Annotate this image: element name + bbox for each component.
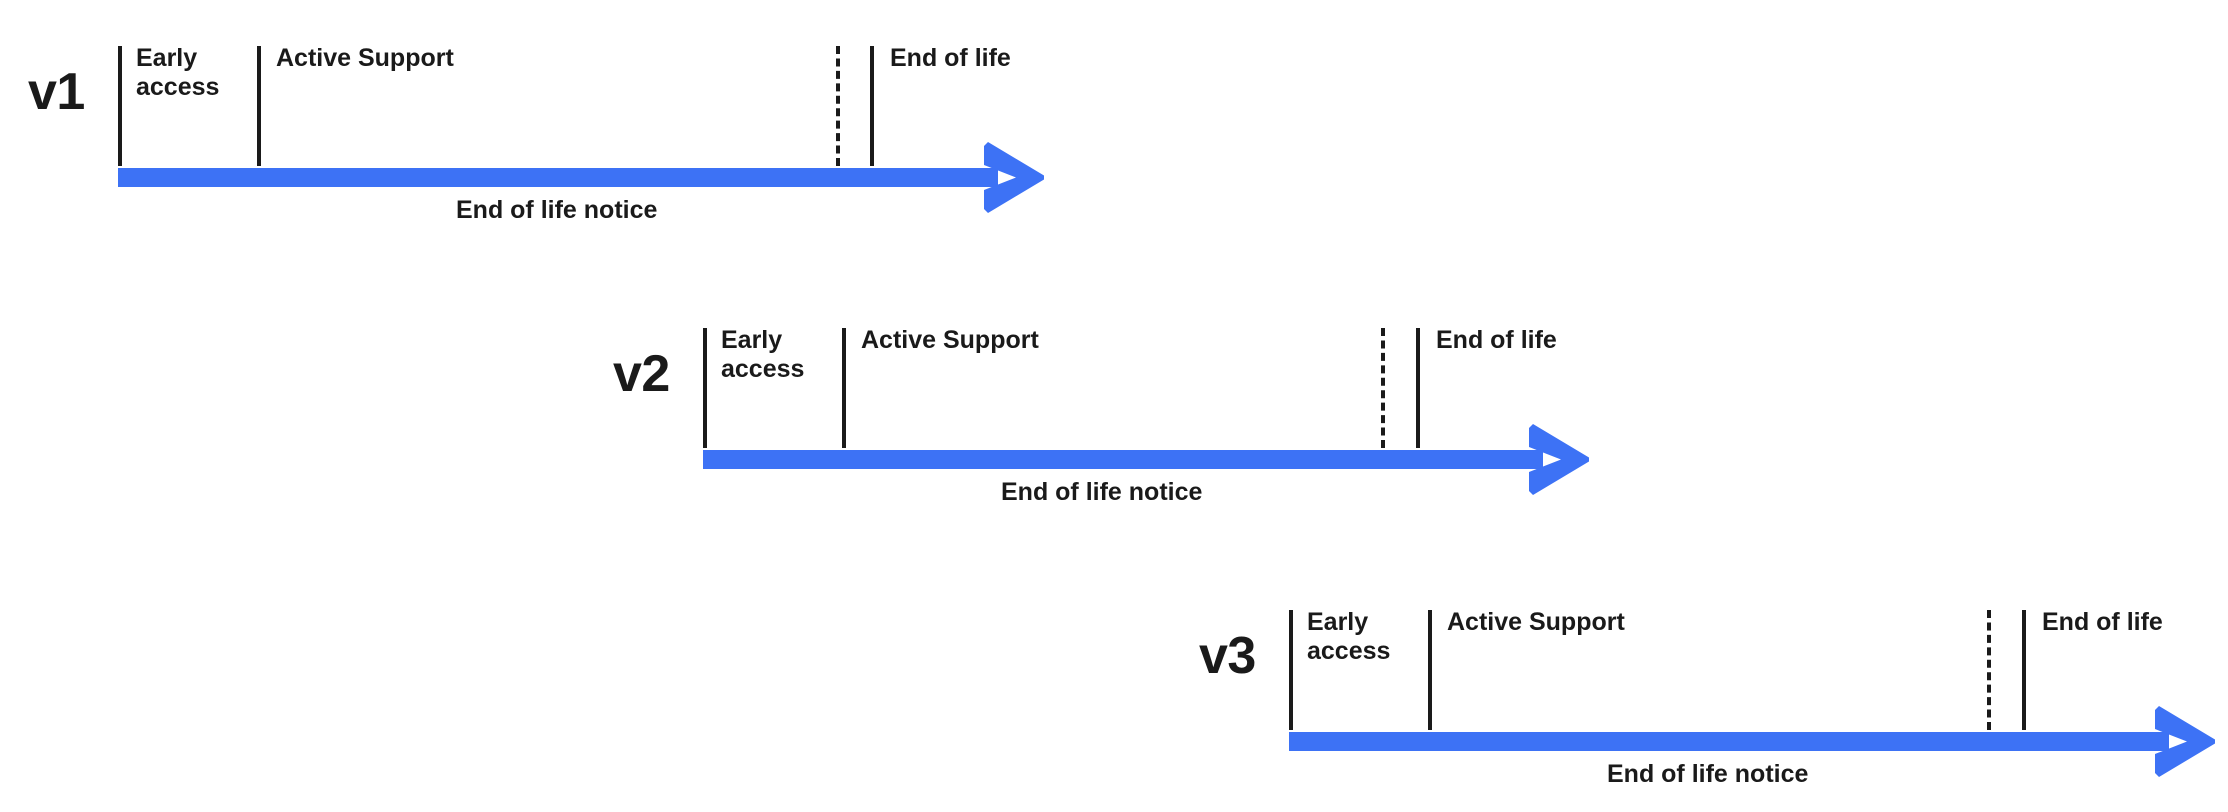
phase-label-active-support-v3: Active Support — [1447, 608, 1625, 636]
right-arrow-icon — [1521, 424, 1593, 495]
tick-active-support-start-v2 — [842, 328, 846, 448]
phase-label-end-of-life-v3: End of life — [2042, 608, 2163, 636]
end-of-life-notice-label-v3: End of life notice — [1607, 760, 1809, 788]
lifecycle-bar-v1 — [118, 168, 998, 187]
lifecycle-bar-v2 — [703, 450, 1543, 469]
phase-label-early-access-v2: Early access — [721, 326, 805, 383]
phase-track-v1: Early access Active Support End of life … — [118, 18, 1044, 224]
phase-label-early-access-v3: Early access — [1307, 608, 1391, 665]
tick-end-of-life-start-v1 — [870, 46, 874, 166]
phase-track-v2: Early access Active Support End of life … — [703, 300, 1613, 506]
tick-early-access-start-v2 — [703, 328, 707, 448]
right-arrow-icon — [976, 142, 1048, 213]
lifecycle-bar-v3 — [1289, 732, 2169, 751]
phase-label-early-access-v1: Early access — [136, 44, 220, 101]
phase-label-end-of-life-v1: End of life — [890, 44, 1011, 72]
version-label-v2: v2 — [613, 345, 670, 403]
end-of-life-notice-label-v2: End of life notice — [1001, 478, 1203, 506]
tick-active-support-start-v1 — [257, 46, 261, 166]
tick-active-support-start-v3 — [1428, 610, 1432, 730]
tick-end-of-life-notice-v2 — [1381, 328, 1385, 448]
tick-early-access-start-v3 — [1289, 610, 1293, 730]
phase-label-active-support-v2: Active Support — [861, 326, 1039, 354]
version-label-v1: v1 — [28, 63, 85, 121]
phase-label-end-of-life-v2: End of life — [1436, 326, 1557, 354]
tick-end-of-life-start-v2 — [1416, 328, 1420, 448]
tick-end-of-life-notice-v1 — [836, 46, 840, 166]
phase-label-active-support-v1: Active Support — [276, 44, 454, 72]
timeline-row-v1: v1 Early access Active Support End of li… — [28, 18, 1044, 224]
tick-early-access-start-v1 — [118, 46, 122, 166]
phase-track-v3: Early access Active Support End of life … — [1289, 582, 2228, 788]
tick-end-of-life-start-v3 — [2022, 610, 2026, 730]
timeline-row-v3: v3 Early access Active Support End of li… — [1199, 582, 2228, 788]
timeline-row-v2: v2 Early access Active Support End of li… — [613, 300, 1613, 506]
end-of-life-notice-label-v1: End of life notice — [456, 196, 658, 224]
right-arrow-icon — [2147, 706, 2219, 777]
version-label-v3: v3 — [1199, 627, 1256, 685]
tick-end-of-life-notice-v3 — [1987, 610, 1991, 730]
